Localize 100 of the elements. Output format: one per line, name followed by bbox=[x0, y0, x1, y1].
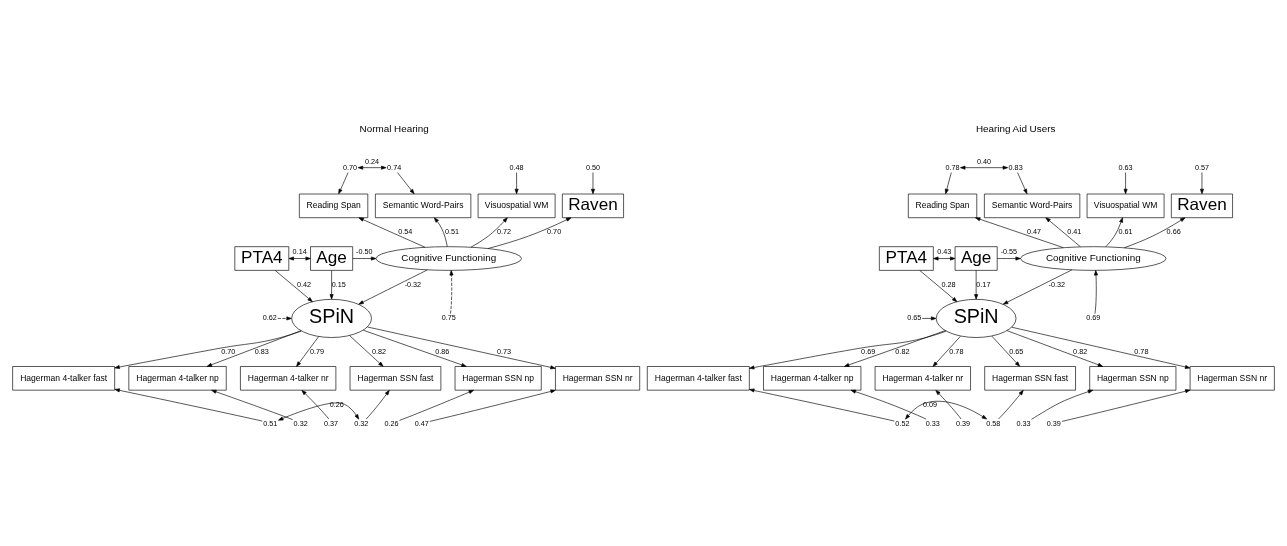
arrow bbox=[1045, 217, 1081, 248]
arrow bbox=[397, 172, 415, 195]
edge-label: 0.73 bbox=[497, 346, 512, 356]
node-text: 0.83 bbox=[1008, 162, 1023, 172]
node-text: 0.69 bbox=[1086, 313, 1101, 323]
edge-label: 0.41 bbox=[1067, 227, 1082, 237]
edge-label: 0.54 bbox=[398, 227, 413, 237]
edge-label: 0.61 bbox=[1118, 227, 1133, 237]
arrow bbox=[487, 217, 572, 249]
arrow bbox=[352, 256, 377, 261]
edge-label: 0.26 bbox=[329, 399, 344, 409]
node-box: Raven bbox=[1171, 193, 1233, 219]
arrow bbox=[114, 388, 263, 422]
arrow bbox=[365, 390, 390, 420]
edge-label: 0.42 bbox=[296, 279, 311, 289]
node-box: Hagerman 4-talker np bbox=[128, 366, 227, 391]
arrow bbox=[919, 270, 958, 302]
arrow bbox=[363, 329, 467, 367]
arrow bbox=[514, 172, 519, 195]
node-box: PTA4 bbox=[879, 246, 934, 271]
arrow bbox=[997, 256, 1021, 261]
node-text: 0.62 bbox=[262, 313, 277, 323]
edge-label: 0.28 bbox=[941, 279, 956, 289]
edge-label: 0.70 bbox=[547, 227, 562, 237]
arrow bbox=[1011, 326, 1191, 369]
node-box: Hagerman SSN fast bbox=[984, 366, 1076, 391]
node-box: Reading Span bbox=[299, 193, 369, 219]
edge-label: 0.51 bbox=[445, 227, 460, 237]
edge-label: 0.40 bbox=[976, 156, 992, 166]
edge-label: 0.83 bbox=[254, 346, 269, 356]
edge-label: -0.32 bbox=[404, 279, 422, 289]
node-box: Hagerman SSN nr bbox=[555, 366, 641, 391]
node-box: Visuospatial WM bbox=[1086, 193, 1165, 219]
node-text: 0.32 bbox=[354, 418, 369, 428]
arrow bbox=[850, 389, 927, 420]
node-box: Hagerman 4-talker nr bbox=[874, 366, 971, 391]
edge-label: 0.86 bbox=[435, 346, 450, 356]
edge-label: 0.82 bbox=[895, 346, 910, 356]
node-text: 0.57 bbox=[1194, 162, 1209, 172]
arrow bbox=[399, 389, 474, 421]
edge-label: 0.78 bbox=[949, 346, 964, 356]
node-text: 0.33 bbox=[925, 418, 940, 428]
arrow bbox=[288, 256, 311, 261]
edge-label: 0.09 bbox=[923, 399, 938, 409]
arrow bbox=[749, 330, 947, 370]
edge-label: -0.32 bbox=[1048, 279, 1066, 289]
arrow bbox=[749, 388, 895, 422]
arrow bbox=[358, 217, 426, 248]
edge-label: 0.65 bbox=[1009, 346, 1024, 356]
edge-label: 0.78 bbox=[1134, 346, 1149, 356]
arrow bbox=[301, 390, 330, 420]
node-text: 0.26 bbox=[384, 418, 399, 428]
arrow bbox=[1061, 389, 1191, 422]
node-text: 0.74 bbox=[387, 162, 402, 172]
node-box: Semantic Word-Pairs bbox=[984, 193, 1081, 219]
node-text: 0.47 bbox=[414, 418, 429, 428]
arrow bbox=[211, 389, 293, 420]
edge-label: 0.66 bbox=[1166, 227, 1181, 237]
node-box: Visuospatial WM bbox=[477, 193, 556, 219]
node-box: Hagerman SSN np bbox=[454, 366, 542, 391]
node-ellipse: Cognitive Functioning bbox=[375, 246, 522, 271]
edge-label: 0.79 bbox=[310, 346, 325, 356]
node-box: Hagerman SSN nr bbox=[1189, 366, 1275, 391]
arrow bbox=[935, 390, 962, 420]
arrow bbox=[114, 330, 302, 369]
edge-label: -0.55 bbox=[1000, 247, 1018, 257]
arrow bbox=[449, 270, 454, 314]
node-text: 0.39 bbox=[1046, 418, 1061, 428]
edge-label: 0.72 bbox=[497, 227, 512, 237]
arrow bbox=[974, 270, 979, 300]
edge-label: 0.82 bbox=[1073, 346, 1088, 356]
node-box: Raven bbox=[562, 193, 624, 219]
node-text: 0.58 bbox=[986, 418, 1001, 428]
edge-label: 0.15 bbox=[331, 279, 346, 289]
arrow bbox=[274, 270, 313, 302]
arrow bbox=[844, 330, 946, 367]
arrow bbox=[1123, 217, 1186, 249]
arrow bbox=[905, 400, 987, 420]
arrow bbox=[357, 165, 387, 170]
arrow bbox=[277, 316, 292, 321]
arrow bbox=[358, 269, 428, 305]
arrow bbox=[1002, 269, 1073, 305]
arrow bbox=[1017, 172, 1028, 195]
arrow bbox=[1105, 217, 1123, 247]
edge-label: 0.82 bbox=[371, 346, 387, 356]
arrow bbox=[921, 316, 937, 321]
arrow bbox=[1200, 172, 1204, 195]
node-box: PTA4 bbox=[234, 246, 290, 271]
arrow bbox=[296, 336, 319, 367]
node-text: 0.50 bbox=[585, 162, 601, 172]
arrow bbox=[338, 172, 349, 195]
node-text: 0.37 bbox=[323, 418, 338, 428]
node-text: 0.39 bbox=[955, 418, 971, 428]
arrow bbox=[278, 402, 360, 421]
node-ellipse: Cognitive Functioning bbox=[1020, 246, 1167, 271]
arrow bbox=[933, 256, 956, 261]
node-text: 0.75 bbox=[441, 313, 456, 323]
node-box: Age bbox=[954, 246, 998, 271]
arrow bbox=[206, 330, 302, 367]
arrow bbox=[932, 336, 961, 367]
